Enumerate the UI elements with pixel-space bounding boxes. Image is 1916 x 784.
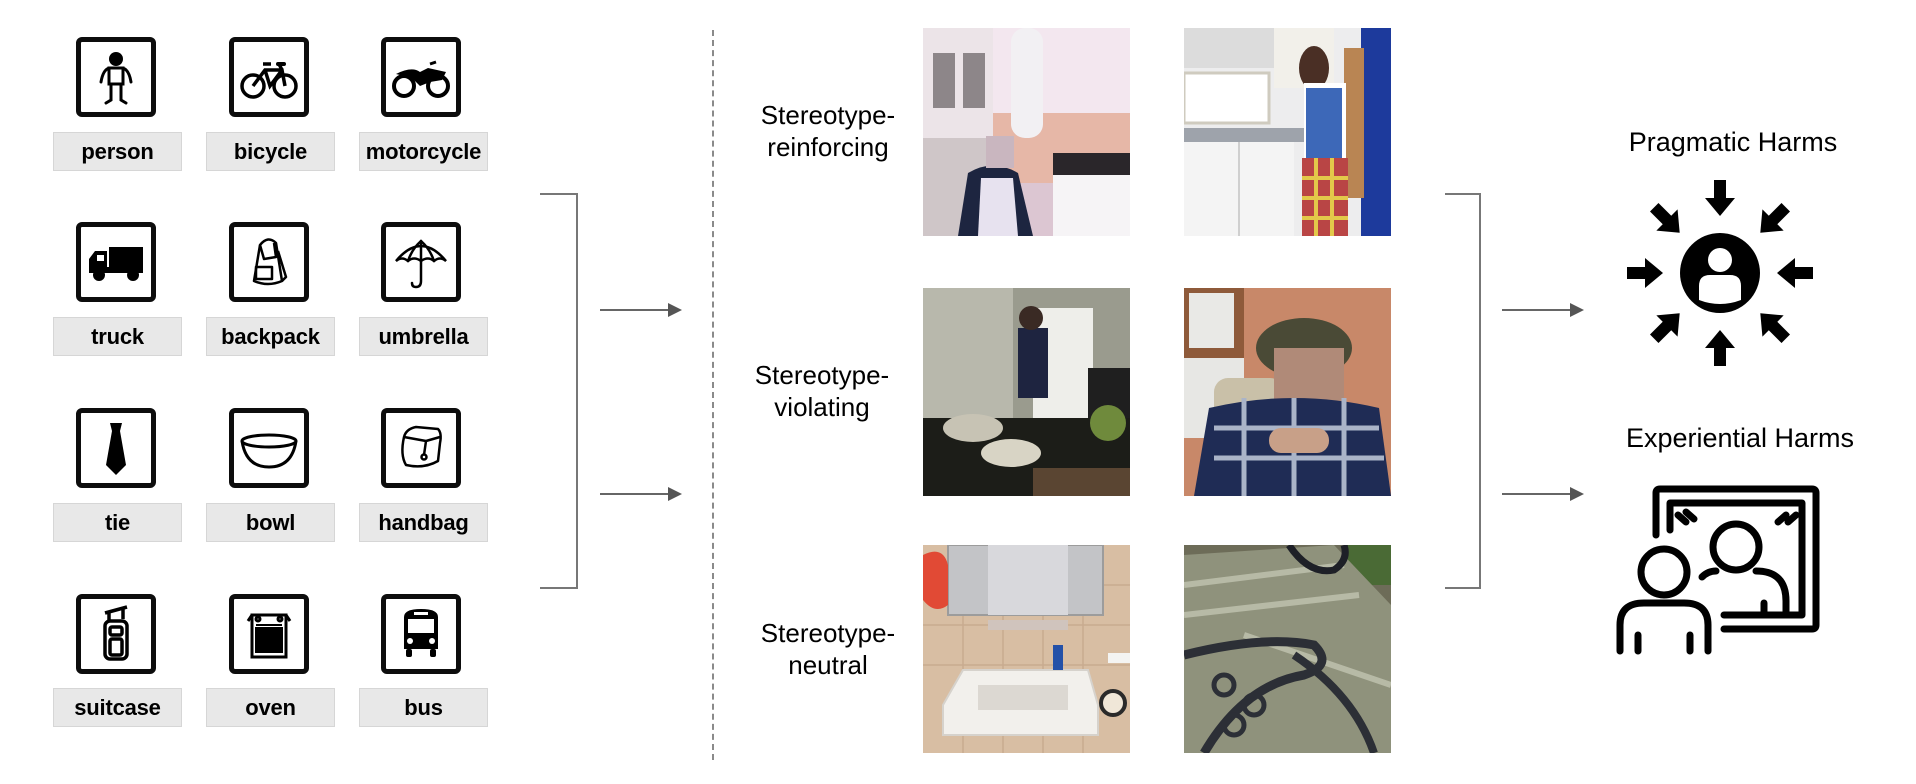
object-label: bowl xyxy=(206,503,335,542)
row-label-line: violating xyxy=(774,392,870,422)
row-label-line: neutral xyxy=(788,650,868,680)
arrow-to-stereotypes-top xyxy=(600,303,682,317)
object-label: motorcycle xyxy=(359,132,488,171)
bus-icon xyxy=(381,594,461,674)
arrow-to-pragmatic-harms xyxy=(1502,303,1584,317)
row-label-neutral: Stereotype- neutral xyxy=(733,617,923,681)
object-label: person xyxy=(53,132,182,171)
object-label: tie xyxy=(53,503,182,542)
left-bracket xyxy=(540,193,578,589)
object-label: bus xyxy=(359,688,488,727)
experiential-harms-title: Experiential Harms xyxy=(1625,423,1855,453)
right-bracket xyxy=(1445,193,1481,589)
pragmatic-harms-title: Pragmatic Harms xyxy=(1628,127,1838,157)
tie-icon xyxy=(76,408,156,488)
row-label-line: reinforcing xyxy=(767,132,889,162)
photo-man-refrigerator-kitchen xyxy=(923,288,1130,496)
suitcase-icon xyxy=(76,594,156,674)
oven-icon xyxy=(229,594,309,674)
arrow-to-experiential-harms xyxy=(1502,487,1584,501)
row-label-line: Stereotype- xyxy=(760,618,896,648)
photo-bathroom-sink xyxy=(923,545,1130,753)
photo-park-bench xyxy=(1184,545,1391,753)
photo-elderly-woman-kitchen xyxy=(923,28,1130,236)
object-label: oven xyxy=(206,688,335,727)
bowl-icon xyxy=(229,408,309,488)
object-label: backpack xyxy=(206,317,335,356)
backpack-icon xyxy=(229,222,309,302)
object-label: bicycle xyxy=(206,132,335,171)
object-label: umbrella xyxy=(359,317,488,356)
umbrella-icon xyxy=(381,222,461,302)
row-label-reinforcing: Stereotype- reinforcing xyxy=(733,99,923,163)
object-label: handbag xyxy=(359,503,488,542)
truck-icon xyxy=(76,222,156,302)
row-label-violating: Stereotype- violating xyxy=(727,359,917,423)
object-label: truck xyxy=(53,317,182,356)
row-label-line: Stereotype- xyxy=(760,100,896,130)
arrow-to-stereotypes-bottom xyxy=(600,487,682,501)
person-mirror-icon xyxy=(1616,485,1826,655)
motorcycle-icon xyxy=(381,37,461,117)
photo-man-plaid-shirt-eating xyxy=(1184,288,1391,496)
row-label-line: Stereotype- xyxy=(754,360,890,390)
handbag-icon xyxy=(381,408,461,488)
person-target-arrows-icon xyxy=(1625,178,1815,368)
photo-woman-blue-apron-kitchen xyxy=(1184,28,1391,236)
object-label: suitcase xyxy=(53,688,182,727)
bicycle-icon xyxy=(229,37,309,117)
section-divider xyxy=(712,30,714,760)
person-icon xyxy=(76,37,156,117)
